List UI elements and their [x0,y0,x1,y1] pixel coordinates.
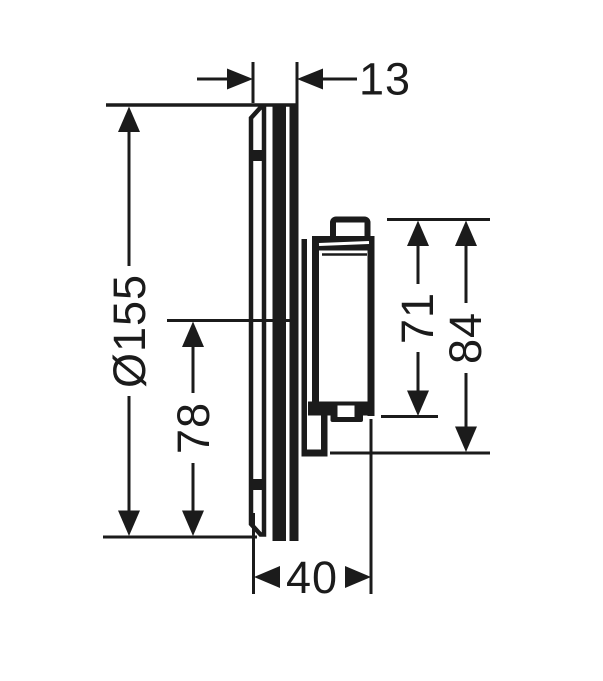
dimension-handle-overall-height: 84 [330,220,491,455]
arrowhead-up [455,220,477,246]
plate-front-panel-clip-bottom [252,479,263,490]
arrowhead-up [118,106,140,132]
dimension-label-diameter: Ø155 [104,274,155,388]
dimension-label-84: 84 [440,312,491,364]
dimension-handle-height: 71 [381,218,490,418]
lower-box-right-edge [321,413,328,457]
handle-cap-highlight [318,241,370,246]
plate-back-layer [289,103,299,541]
dimension-center-to-bottom: 78 [167,319,290,536]
lower-box-bottom-edge [301,449,328,457]
plate-front-panel-clip-top [252,150,263,161]
dimension-install-depth: 40 [252,419,373,603]
handle-body-right-edge [367,249,375,416]
arrowhead-left [254,566,280,588]
arrowhead-down [118,510,140,536]
arrowhead-right [227,68,253,90]
dimension-label-40: 40 [286,552,338,603]
fixture-side-view [106,103,375,541]
arrowhead-up [407,220,429,246]
dimension-plate-diameter: Ø155 [103,106,257,539]
arrowhead-down [407,390,429,416]
arrowhead-right [345,566,371,588]
arrowhead-down [455,426,477,452]
stem-wall-left [301,239,307,457]
dimension-label-71: 71 [392,292,443,344]
plate-middle-layer [272,103,286,541]
arrowhead-up [182,321,204,347]
dimension-plate-depth: 13 [197,54,411,106]
arrowhead-left [297,68,323,90]
dimension-label-13: 13 [359,54,411,105]
arrowhead-down [182,510,204,536]
handle-bottom-tab-notch [337,405,355,417]
dimension-label-78: 78 [168,402,219,454]
stem-wall-right [312,237,319,403]
